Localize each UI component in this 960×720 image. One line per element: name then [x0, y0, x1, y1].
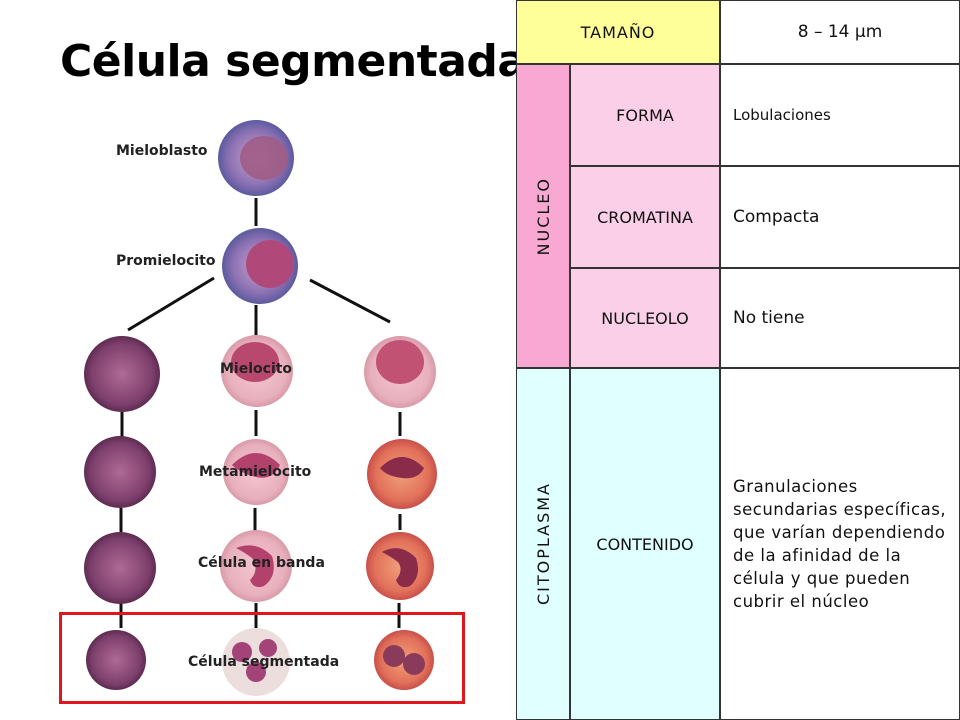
- characteristics-table: TAMAÑO 8 – 14 µm NUCLEO FORMA Lobulacion…: [516, 0, 960, 720]
- tamano-value: 8 – 14 µm: [797, 22, 883, 42]
- segmentada-basofilo-cell: [86, 630, 146, 690]
- tamano-value-cell: 8 – 14 µm: [720, 0, 960, 64]
- stage-label-mielocito: Mielocito: [220, 361, 293, 377]
- contenido-value: Granulaciones secundarias específicas, q…: [733, 476, 947, 612]
- citoplasma-label: CITOPLASMA: [533, 482, 553, 606]
- granulocyte-lineage-diagram: [84, 120, 437, 696]
- stage-label-segmentada: Célula segmentada: [188, 654, 340, 670]
- mielocito-basofilo-cell: [84, 336, 160, 412]
- contenido-label: CONTENIDO: [596, 534, 694, 554]
- segmentada-highlight-box: [59, 612, 465, 704]
- forma-value: Lobulaciones: [733, 106, 831, 124]
- nucleo-label: NUCLEO: [533, 176, 553, 256]
- nucleo-label-cell: NUCLEO: [516, 64, 570, 368]
- citoplasma-label-cell: CITOPLASMA: [516, 368, 570, 720]
- forma-value-cell: Lobulaciones: [720, 64, 960, 166]
- lineage-connectors: [119, 198, 402, 628]
- cromatina-value: Compacta: [733, 207, 820, 227]
- cromatina-label: CROMATINA: [597, 207, 693, 227]
- mieloblasto-cell: [218, 120, 294, 196]
- mielocito-eosinofilo-cell: [364, 336, 436, 408]
- metamielocito-eosinofilo-cell: [367, 439, 437, 509]
- banda-basofilo-cell: [84, 532, 156, 604]
- contenido-label-cell: CONTENIDO: [570, 368, 720, 720]
- tamano-label: TAMAÑO: [580, 22, 656, 42]
- promielocito-cell: [222, 228, 298, 304]
- nucleolo-label-cell: NUCLEOLO: [570, 268, 720, 368]
- metamielocito-neutrofilo-cell: [223, 439, 289, 505]
- nucleolo-value: No tiene: [733, 308, 805, 328]
- forma-label-cell: FORMA: [570, 64, 720, 166]
- stage-label-promielocito: Promielocito: [116, 253, 216, 269]
- segmentada-eosinofilo-cell: [374, 630, 434, 690]
- stage-label-banda: Célula en banda: [198, 555, 325, 571]
- segmentada-neutrofilo-cell: [222, 628, 290, 696]
- cromatina-label-cell: CROMATINA: [570, 166, 720, 268]
- banda-eosinofilo-cell: [366, 532, 434, 600]
- tamano-label-cell: TAMAÑO: [516, 0, 720, 64]
- forma-label: FORMA: [616, 105, 674, 125]
- nucleolo-label: NUCLEOLO: [601, 308, 689, 328]
- stage-label-mieloblasto: Mieloblasto: [116, 143, 208, 159]
- cromatina-value-cell: Compacta: [720, 166, 960, 268]
- page-title: Célula segmentada: [60, 36, 527, 87]
- banda-neutrofilo-cell: [220, 530, 292, 602]
- metamielocito-basofilo-cell: [84, 436, 156, 508]
- mielocito-neutrofilo-cell: [221, 335, 293, 407]
- contenido-value-cell: Granulaciones secundarias específicas, q…: [720, 368, 960, 720]
- stage-label-metamielocito: Metamielocito: [199, 464, 312, 480]
- nucleolo-value-cell: No tiene: [720, 268, 960, 368]
